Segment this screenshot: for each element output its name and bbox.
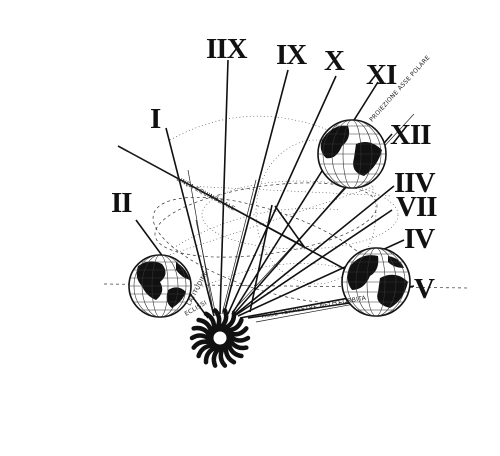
ray-I (165, 127, 215, 317)
numeral-IV: IV (404, 223, 435, 255)
globe-icon (341, 247, 411, 317)
numeral-V: V (414, 273, 435, 305)
numeral-II: II (111, 187, 132, 219)
numeral-XII: XII (390, 119, 431, 151)
sun-ray (211, 347, 221, 368)
sun-ray (229, 339, 249, 351)
ray-IIV (235, 185, 395, 315)
sun-face (212, 330, 228, 346)
globe-icon (317, 119, 387, 189)
sun-icon (189, 308, 251, 368)
globe-icon (128, 254, 192, 318)
sun-ray (229, 335, 251, 343)
numeral-X: X (324, 45, 345, 77)
sun-ray (189, 333, 211, 341)
ray-VII (235, 209, 393, 316)
numeral-XI: XI (366, 59, 397, 91)
numeral-IX: IX (276, 39, 307, 71)
ray-X (227, 75, 337, 315)
numeral-IIV: IIV (394, 167, 436, 199)
numeral-VII: VII (396, 191, 437, 223)
numeral-IIX: IIX (206, 33, 248, 65)
sun-ray (219, 308, 229, 329)
numeral-I: I (150, 103, 161, 135)
sun-ray (191, 325, 211, 337)
ray-IX (223, 69, 289, 315)
ray-IIX (219, 59, 229, 315)
